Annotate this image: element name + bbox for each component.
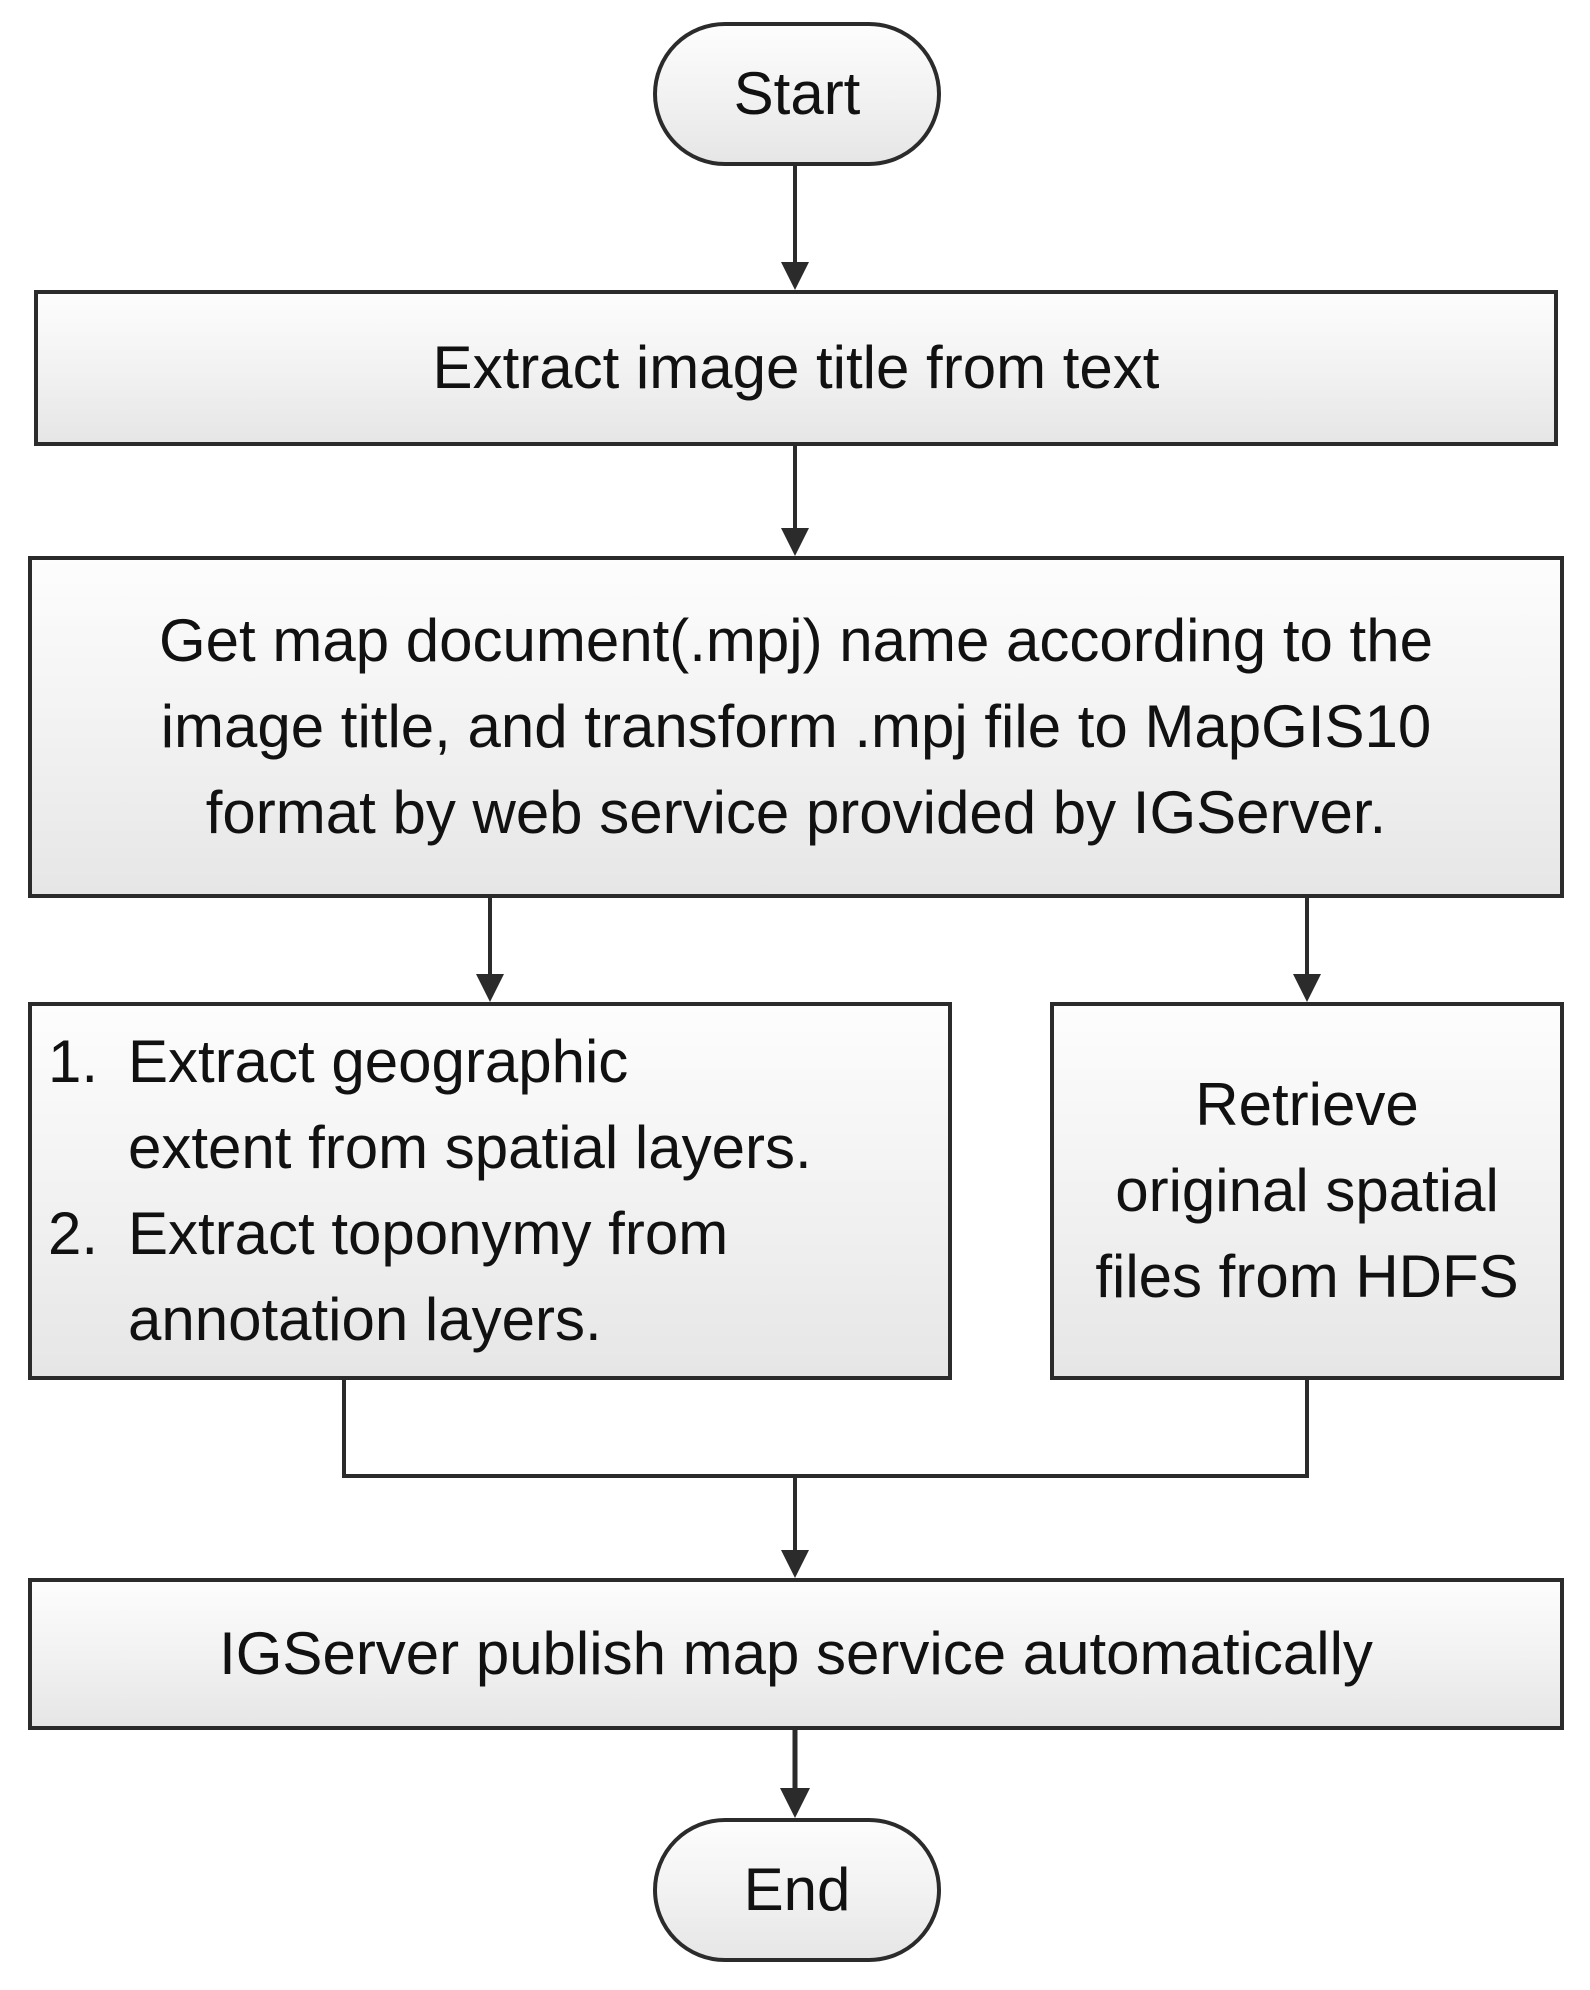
list-item-number: 2. xyxy=(48,1200,99,1267)
end-terminal: End xyxy=(653,1818,941,1962)
list-item: 2. Extract toponymy from annotation laye… xyxy=(48,1191,812,1363)
step-get-map-document: Get map document(.mpj) name according to… xyxy=(28,556,1564,898)
arrow-step4-to-end xyxy=(780,1730,810,1818)
merge-connector xyxy=(342,1380,1309,1578)
branch-retrieve-hdfs: Retrieve original spatial files from HDF… xyxy=(1050,1002,1564,1380)
step-extract-image-title-label: Extract image title from text xyxy=(432,334,1160,401)
list-item-line: annotation layers. xyxy=(128,1286,602,1353)
branch-extract-layers-list: 1. Extract geographic extent from spatia… xyxy=(48,1019,812,1363)
list-item: 1. Extract geographic extent from spatia… xyxy=(48,1019,812,1191)
step-get-map-document-line: format by web service provided by IGServ… xyxy=(205,779,1387,846)
step-publish-map-service: IGServer publish map service automatical… xyxy=(28,1578,1564,1730)
end-label: End xyxy=(743,1856,851,1923)
step-get-map-document-text: Get map document(.mpj) name according to… xyxy=(159,598,1433,856)
list-item-line: Extract geographic xyxy=(128,1028,629,1095)
list-item-line: extent from spatial layers. xyxy=(128,1114,812,1181)
start-terminal: Start xyxy=(653,22,941,166)
arrow-start-to-step1 xyxy=(781,166,809,290)
branch-retrieve-hdfs-line: Retrieve xyxy=(1195,1071,1419,1138)
step-get-map-document-line: Get map document(.mpj) name according to… xyxy=(159,607,1433,674)
branch-retrieve-hdfs-line: original spatial xyxy=(1115,1157,1499,1224)
list-item-line: Extract toponymy from xyxy=(128,1200,729,1267)
arrow-step2-to-right-branch xyxy=(1293,898,1321,1002)
branch-retrieve-hdfs-line: files from HDFS xyxy=(1095,1243,1519,1310)
step-get-map-document-line: image title, and transform .mpj file to … xyxy=(160,693,1432,760)
arrow-step2-to-left-branch xyxy=(476,898,504,1002)
step-publish-map-service-label: IGServer publish map service automatical… xyxy=(219,1620,1373,1687)
branch-retrieve-hdfs-text: Retrieve original spatial files from HDF… xyxy=(1095,1062,1518,1320)
start-label: Start xyxy=(733,60,861,127)
list-item-text: Extract geographic extent from spatial l… xyxy=(128,1019,812,1191)
list-item-number: 1. xyxy=(48,1028,99,1095)
list-item-text: Extract toponymy from annotation layers. xyxy=(128,1191,812,1363)
arrow-step1-to-step2 xyxy=(781,446,809,556)
step-extract-image-title: Extract image title from text xyxy=(34,290,1558,446)
branch-extract-layers: 1. Extract geographic extent from spatia… xyxy=(28,1002,952,1380)
